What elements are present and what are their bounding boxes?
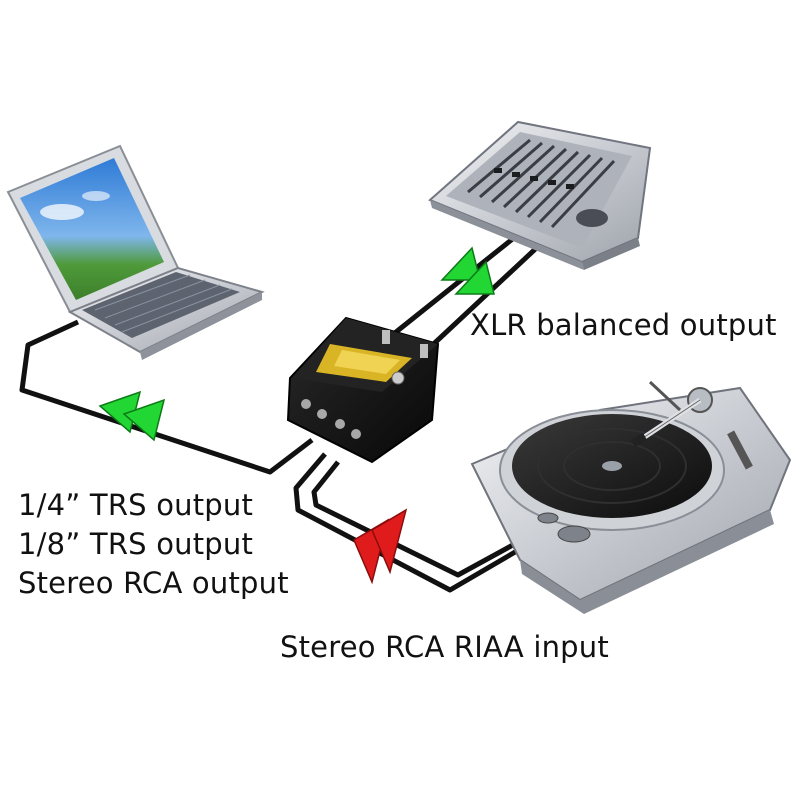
trs-eighth-inch-output-label: 1/8” TRS output <box>18 527 254 561</box>
xlr-output-label: XLR balanced output <box>470 308 777 342</box>
arrow-to-mixer-green <box>440 246 495 295</box>
mixing-console <box>428 120 652 270</box>
laptop-screen <box>20 158 164 300</box>
stereo-rca-output-label: Stereo RCA output <box>18 566 289 600</box>
outputs-label-group: 1/4” TRS output 1/8” TRS output Stereo R… <box>18 486 289 603</box>
cable-laptop-to-box <box>19 319 314 475</box>
laptop-keyboard <box>82 272 240 338</box>
laptop <box>6 144 265 360</box>
jog-wheel <box>576 209 608 227</box>
cable-turntable-to-box <box>293 452 524 593</box>
cable-box-to-mixer <box>384 223 547 354</box>
phono-preamp-interface <box>286 316 440 464</box>
riaa-input-label: Stereo RCA RIAA input <box>280 630 609 664</box>
arrow-to-laptop-green <box>98 390 166 442</box>
arrow-from-turntable-red <box>353 508 408 585</box>
trs-quarter-inch-output-label: 1/4” TRS output <box>18 488 254 522</box>
turntable <box>470 380 792 614</box>
